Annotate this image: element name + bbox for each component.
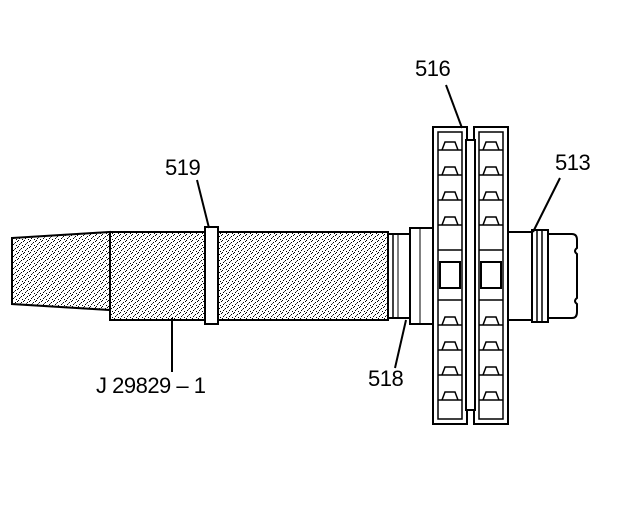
leader-513: [532, 177, 561, 233]
collar-518: [387, 233, 411, 319]
tool-body: [109, 231, 389, 321]
tool-nose: [11, 230, 111, 312]
label-tool: J 29829 – 1: [96, 373, 206, 398]
shaft-513: [507, 231, 533, 321]
label-513: 513: [555, 150, 591, 175]
leader-516: [445, 84, 463, 129]
label-516: 516: [415, 56, 451, 81]
gear-516-left: [432, 126, 468, 425]
label-519: 519: [165, 155, 201, 180]
leader-519: [196, 179, 210, 229]
ring-519: [204, 226, 219, 325]
leader-518: [394, 319, 407, 369]
gear-516-right: [473, 126, 509, 425]
label-518: 518: [368, 366, 404, 391]
